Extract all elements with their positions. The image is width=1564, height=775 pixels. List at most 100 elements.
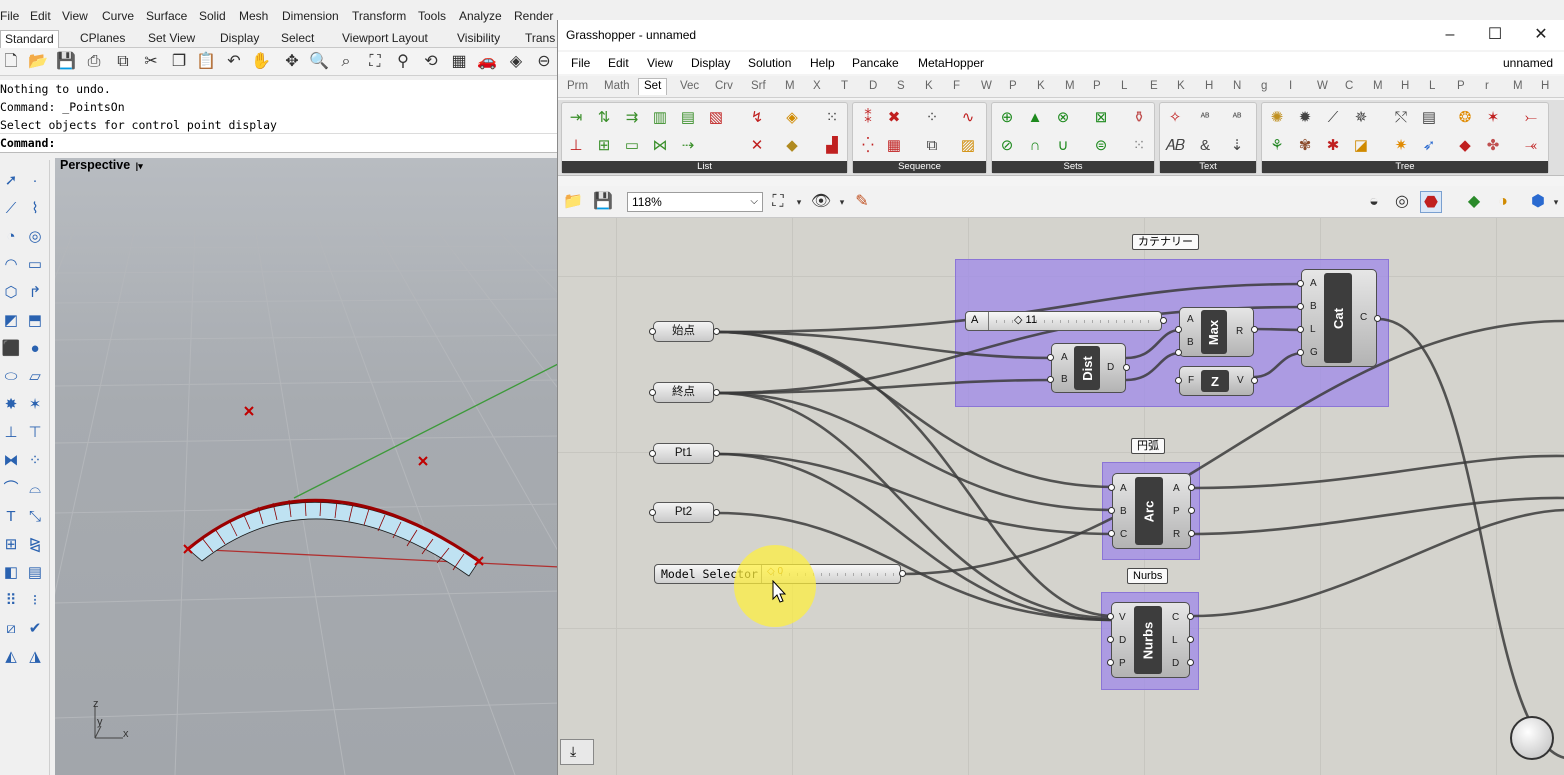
display-mode-icon[interactable]: ◑ bbox=[1498, 193, 1508, 210]
tree-branch-icon[interactable]: ▤ bbox=[1421, 109, 1437, 126]
rhino-menu-dimension[interactable]: Dimension bbox=[282, 9, 339, 23]
text-split-icon[interactable]: ✧ bbox=[1168, 109, 1182, 126]
repeat-icon[interactable]: ▨ bbox=[960, 137, 976, 154]
char-sequence-icon[interactable]: ▦ bbox=[886, 137, 902, 154]
zoom-extents-icon[interactable]: ⛶ bbox=[772, 193, 784, 210]
array-grid-icon[interactable]: ⠿ bbox=[5, 592, 17, 609]
output-grip[interactable] bbox=[1188, 484, 1195, 491]
tab-w[interactable]: W bbox=[981, 80, 992, 92]
tab-x[interactable]: X bbox=[813, 80, 821, 92]
circle-icon[interactable]: ◔ bbox=[6, 228, 16, 245]
tab-k3[interactable]: K bbox=[1177, 80, 1185, 92]
output-grip[interactable] bbox=[1123, 364, 1130, 371]
tab-m2[interactable]: M bbox=[1065, 80, 1075, 92]
rhino-menu-solid[interactable]: Solid bbox=[199, 9, 226, 23]
input-grip[interactable] bbox=[1107, 659, 1114, 666]
path-mapper-icon[interactable]: ◪ bbox=[1353, 137, 1369, 154]
extrude-icon[interactable]: ⬒ bbox=[27, 312, 43, 329]
rhino-menu-file[interactable]: File bbox=[0, 9, 20, 23]
document-name[interactable]: unnamed bbox=[1503, 56, 1554, 70]
output-grip[interactable] bbox=[1188, 507, 1195, 514]
concatenate-icon[interactable]: & bbox=[1199, 137, 1210, 154]
gh-menu-file[interactable]: File bbox=[571, 56, 591, 70]
tab-visibility[interactable]: Visibility bbox=[457, 31, 501, 45]
open-document-icon[interactable]: 📁 bbox=[563, 193, 583, 210]
save-document-icon[interactable]: 💾 bbox=[593, 193, 613, 210]
canvas-download-button[interactable]: ⤓ bbox=[560, 739, 594, 765]
orient-icon[interactable]: ⁝ bbox=[32, 592, 38, 609]
print-icon[interactable]: ⎙ bbox=[87, 53, 101, 70]
rhino-menu-mesh[interactable]: Mesh bbox=[239, 9, 269, 23]
navigation-compass[interactable] bbox=[1510, 716, 1554, 760]
relative-item-icon[interactable]: ⤛ bbox=[1524, 137, 1537, 154]
tab-m3[interactable]: M bbox=[1373, 80, 1383, 92]
fibonacci-icon[interactable]: ⧉ bbox=[926, 137, 938, 154]
split-tree-icon[interactable]: ⤚ bbox=[1524, 109, 1537, 126]
sort-text-icon[interactable]: ⇣ bbox=[1230, 137, 1244, 154]
chevron-down-icon[interactable]: |▾ bbox=[135, 161, 143, 171]
output-grip[interactable] bbox=[713, 509, 720, 516]
paste-icon[interactable]: 📋 bbox=[196, 53, 216, 70]
tab-m[interactable]: M bbox=[785, 80, 795, 92]
component-nurbs-curve[interactable]: V D P Nurbs C L D bbox=[1111, 602, 1190, 678]
explode-tree-icon[interactable]: ❂ bbox=[1458, 109, 1472, 126]
prune-tree-icon[interactable]: ✵ bbox=[1354, 109, 1368, 126]
sort-list-icon[interactable]: ⇅ bbox=[597, 109, 611, 126]
render-icon[interactable]: ◭ bbox=[5, 648, 17, 665]
tab-set[interactable]: Set bbox=[638, 78, 668, 95]
gh-menu-display[interactable]: Display bbox=[691, 56, 731, 70]
insert-items-icon[interactable]: ⊥ bbox=[569, 137, 583, 154]
tab-select[interactable]: Select bbox=[281, 31, 315, 45]
pick-icon[interactable]: ◈ bbox=[786, 109, 798, 126]
tab-p3[interactable]: P bbox=[1457, 80, 1465, 92]
import-icon[interactable]: ⧉ bbox=[117, 53, 129, 70]
subset-icon[interactable]: ⊘ bbox=[1000, 137, 1014, 154]
curve-icon[interactable]: ⌇ bbox=[31, 200, 39, 217]
array-icon[interactable]: ⁘ bbox=[28, 452, 42, 469]
rhino-menu-curve[interactable]: Curve bbox=[102, 9, 135, 23]
tab-cplanes[interactable]: CPlanes bbox=[80, 31, 126, 45]
tab-d[interactable]: D bbox=[869, 80, 878, 92]
car-render-icon[interactable]: 🚗 bbox=[477, 53, 497, 70]
boolean-icon[interactable]: ✸ bbox=[4, 396, 18, 413]
minimize-button[interactable]: – bbox=[1445, 26, 1455, 43]
preview-selected-icon[interactable]: ⬣ bbox=[1420, 191, 1442, 213]
preview-wireframe-icon[interactable]: ◒ bbox=[1369, 193, 1379, 210]
unflatten-tree-icon[interactable]: ⚘ bbox=[1270, 137, 1284, 154]
point-cloud-icon[interactable]: ⁙ bbox=[825, 109, 839, 126]
component-max[interactable]: A B Max R bbox=[1179, 307, 1254, 357]
chevron-down-icon[interactable]: ▾ bbox=[796, 197, 802, 207]
tab-t[interactable]: T bbox=[841, 80, 849, 92]
reverse-list-icon[interactable]: ▤ bbox=[680, 109, 696, 126]
gh-menu-help[interactable]: Help bbox=[810, 56, 835, 70]
param-pt1[interactable]: Pt1 bbox=[653, 443, 714, 464]
tab-s[interactable]: S bbox=[897, 80, 905, 92]
tab-p2[interactable]: P bbox=[1093, 80, 1101, 92]
match-tree-icon[interactable]: ✾ bbox=[1298, 137, 1312, 154]
zoom-level-dropdown[interactable]: 118% ⌵ bbox=[627, 192, 763, 212]
flatten-tree-icon[interactable]: ✺ bbox=[1270, 109, 1284, 126]
tab-i[interactable]: I bbox=[1289, 80, 1293, 92]
input-grip[interactable] bbox=[1175, 349, 1182, 356]
close-button[interactable]: ✕ bbox=[1534, 26, 1548, 43]
input-grip[interactable] bbox=[1107, 636, 1114, 643]
grid-icon[interactable]: ▤ bbox=[27, 564, 43, 581]
shift-list-icon[interactable]: ⇉ bbox=[625, 109, 639, 126]
group-label-catenary[interactable]: カテナリー bbox=[1132, 234, 1199, 250]
select-arrow-icon[interactable]: ➚ bbox=[4, 172, 18, 189]
ellipse-icon[interactable]: ◎ bbox=[28, 228, 42, 245]
range-icon[interactable]: ⁘ bbox=[925, 109, 939, 126]
text-case-icon[interactable]: ᴬᴮ bbox=[1232, 112, 1242, 123]
dimension-icon[interactable]: ⊥ bbox=[4, 424, 18, 441]
scale-icon[interactable]: ⤡ bbox=[28, 508, 41, 525]
tab-crv[interactable]: Crv bbox=[715, 80, 733, 92]
tab-r[interactable]: r bbox=[1485, 80, 1489, 92]
tab-k2[interactable]: K bbox=[1037, 80, 1045, 92]
output-grip[interactable] bbox=[1187, 659, 1194, 666]
box-icon[interactable]: ⬛ bbox=[1, 340, 21, 357]
histogram-icon[interactable]: ▟ bbox=[826, 137, 838, 154]
chevron-down-icon[interactable]: ▾ bbox=[1553, 197, 1559, 207]
input-grip[interactable] bbox=[649, 389, 656, 396]
input-grip[interactable] bbox=[1297, 326, 1304, 333]
input-grip[interactable] bbox=[649, 509, 656, 516]
